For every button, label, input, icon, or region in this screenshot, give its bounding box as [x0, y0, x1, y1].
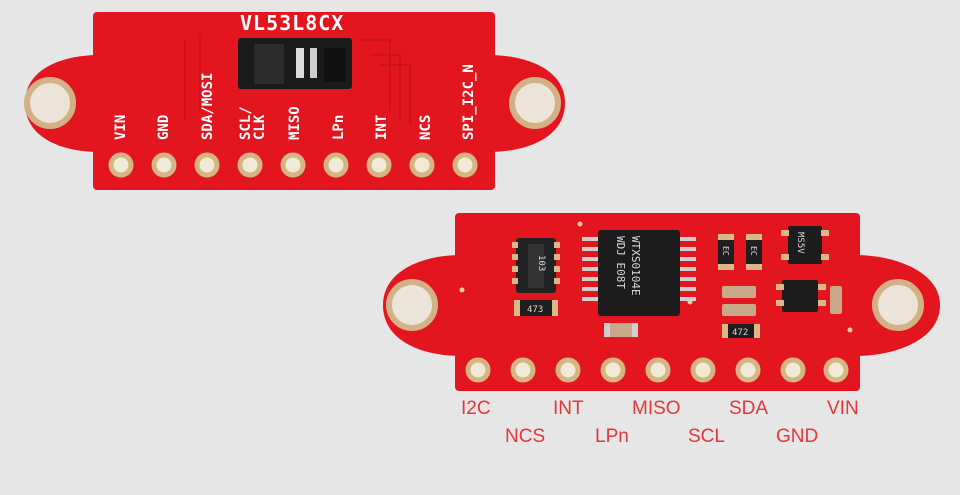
- front-pin-pad: [452, 152, 478, 178]
- back-pin-pad: [645, 357, 671, 383]
- pin-label-ncs: NCS: [505, 426, 546, 447]
- front-pcb-board: VL53L8CX VIN GND SDA/MOSI SCL/ CLK MISO …: [24, 11, 565, 190]
- resistor-473-marking: 473: [527, 305, 543, 315]
- regulator-marking: MS5V: [795, 232, 805, 254]
- front-pin-pad: [151, 152, 177, 178]
- pin-label-gnd: GND: [776, 426, 819, 447]
- front-pin-label: NCS: [418, 115, 434, 140]
- front-pin-label: SCL/ CLK: [238, 98, 268, 140]
- back-pin-pad: [690, 357, 716, 383]
- front-pin-label: MISO: [287, 106, 303, 140]
- front-pin-label-line: CLK: [252, 114, 268, 140]
- pin-label-i2c: I2C: [461, 398, 491, 419]
- front-pin-pad: [366, 152, 392, 178]
- level-shifter-ic: [598, 230, 680, 316]
- front-right-mount-hole: [509, 77, 561, 129]
- ec-marking-1: EC: [721, 246, 730, 256]
- capacitor: [608, 323, 634, 337]
- capacitor: [722, 286, 756, 298]
- front-pin-label: VIN: [113, 115, 129, 140]
- front-pin-label: INT: [374, 115, 390, 140]
- pin-label-lpn: LPn: [595, 426, 629, 447]
- ec-marking-2: EC: [749, 246, 758, 256]
- front-pin-pad: [280, 152, 306, 178]
- back-pcb-board: 103 473 WTXS0104E WDJ E08T EC EC 472: [383, 213, 940, 391]
- pin-label-miso: MISO: [632, 398, 681, 419]
- main-chip-marking-line2: WDJ E08T: [614, 236, 627, 289]
- back-pin-pad: [735, 357, 761, 383]
- front-pin-label: SDA/MOSI: [200, 73, 216, 140]
- resistor-473: [518, 300, 554, 316]
- back-pin-pad: [823, 357, 849, 383]
- back-pin-pad: [555, 357, 581, 383]
- component-ec-2: [746, 238, 762, 266]
- main-chip-marking-line1: WTXS0104E: [629, 236, 642, 296]
- resistor-marking: 103: [536, 255, 546, 271]
- front-left-mount-hole: [24, 77, 76, 129]
- front-board-body: [93, 12, 495, 190]
- pin-label-vin: VIN: [827, 398, 859, 419]
- front-pin-label-line: SCL/: [238, 106, 254, 140]
- front-pin-pad: [194, 152, 220, 178]
- front-pin-label: SPI_I2C_N: [461, 64, 477, 140]
- resistor-472-marking: 472: [732, 328, 748, 338]
- front-pin-label: GND: [156, 115, 172, 140]
- capacitor: [830, 286, 842, 314]
- mosfet: [782, 280, 818, 312]
- front-pin-pad: [409, 152, 435, 178]
- pin-label-scl: SCL: [688, 426, 725, 447]
- pin-label-sda: SDA: [729, 398, 769, 419]
- front-pin-labels: VIN GND SDA/MOSI SCL/ CLK MISO LPn INT N…: [113, 64, 477, 140]
- back-pin-pad: [780, 357, 806, 383]
- back-left-mount-hole: [386, 279, 438, 331]
- back-pin-pad: [510, 357, 536, 383]
- capacitor: [722, 304, 756, 316]
- front-pin-pad: [108, 152, 134, 178]
- back-pin-header-pads: [465, 357, 849, 383]
- front-pin-header-pads: [108, 152, 478, 178]
- pin-label-int: INT: [553, 398, 584, 419]
- resistor-472: [726, 324, 756, 338]
- component-ec-1: [718, 238, 734, 266]
- front-pin-pad: [237, 152, 263, 178]
- voltage-regulator: [788, 226, 822, 264]
- front-pin-pad: [323, 152, 349, 178]
- back-pin-pad: [600, 357, 626, 383]
- front-pin-label: LPn: [331, 115, 347, 140]
- back-right-mount-hole: [872, 279, 924, 331]
- front-board-title: VL53L8CX: [240, 11, 344, 35]
- back-pin-pad: [465, 357, 491, 383]
